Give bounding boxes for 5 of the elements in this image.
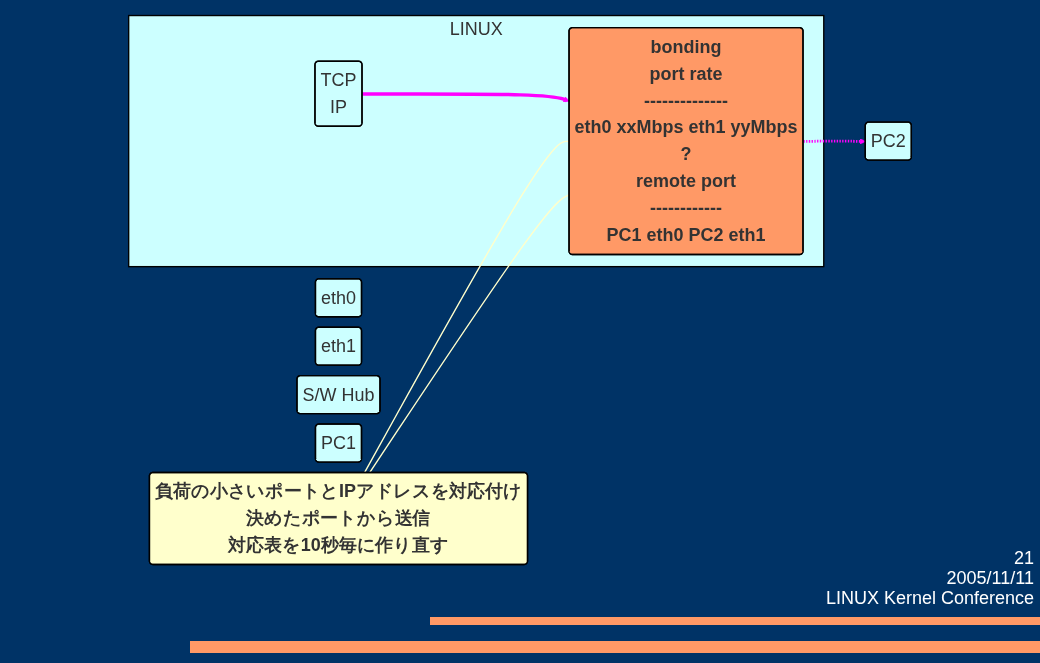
footer-text: 21 xyxy=(1012,548,1034,568)
footer-text: 2005/11/11 xyxy=(945,568,1034,588)
footer-text: LINUX Kernel Conference xyxy=(825,588,1034,608)
arrow xyxy=(803,138,866,145)
arrow xyxy=(362,92,570,103)
